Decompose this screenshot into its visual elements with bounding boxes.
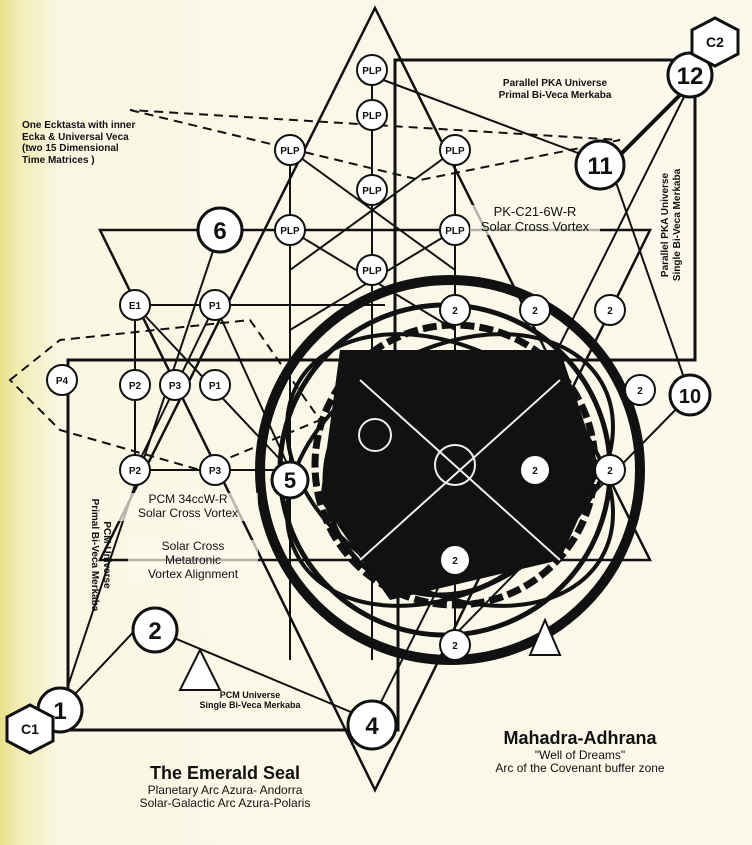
vortex-line: Solar Cross Vortex	[470, 220, 600, 235]
vortex-line: PCM 34ccW-R	[118, 493, 258, 507]
box-line: Parallel PKA Universe	[470, 78, 640, 90]
note-line: (two 15 Dimensional	[22, 143, 192, 155]
note-line: Ecka & Universal Veca	[22, 132, 192, 144]
vortex-line: PK-C21-6W-R	[470, 205, 600, 220]
note-line: One Ecktasta with inner	[22, 120, 192, 132]
hexagon-c2-label: C2	[706, 34, 724, 50]
right-cluster-node-label: 2	[532, 466, 538, 477]
mahadra-subtitle-1: "Well of Dreams"	[450, 749, 710, 763]
left-cluster-node-label: P2	[129, 381, 142, 392]
top-column-node-label: PLP	[280, 146, 300, 157]
top-column-node-label: PLP	[445, 146, 465, 157]
vortex-left-label: PCM 34ccW-R Solar Cross Vortex	[118, 493, 258, 521]
mahadra-caption: Mahadra-Adhrana "Well of Dreams" Arc of …	[450, 728, 710, 776]
left-cluster-node-label: P3	[169, 381, 182, 392]
right-cluster-node-label: 2	[452, 641, 458, 652]
top-column-node-label: PLP	[445, 226, 465, 237]
left-cluster-node-label: E1	[129, 301, 142, 312]
hexagon-c1-label: C1	[21, 721, 39, 737]
mahadra-subtitle-2: Arc of the Covenant buffer zone	[450, 762, 710, 776]
top-column-node-label: PLP	[362, 186, 382, 197]
solar-meta-label: Solar Cross Metatronic Vortex Alignment	[128, 540, 258, 581]
node-11-label: 11	[587, 153, 612, 180]
right-cluster-node-label: 2	[452, 556, 458, 567]
top-column-node-label: PLP	[362, 111, 382, 122]
meta-line: Metatronic	[128, 554, 258, 568]
right-cluster-node-label: 2	[452, 306, 458, 317]
box-line: PCM Universe	[101, 480, 113, 630]
box-line: PCM Universe	[180, 690, 320, 700]
left-cluster-node-label: P4	[56, 376, 69, 387]
node-2-label: 2	[148, 618, 161, 645]
left-vertical-label: PCM Universe Primal Bi-Veca Merkaba	[89, 480, 112, 630]
node-4-label: 4	[365, 713, 379, 740]
top-column-node-label: PLP	[362, 66, 382, 77]
box-line: Single Bi-Veca Merkaba	[180, 700, 320, 710]
right-cluster-node-label: 2	[532, 306, 538, 317]
right-cluster-node-label: 2	[607, 306, 613, 317]
left-cluster-node-label: P3	[209, 466, 222, 477]
bottom-box-label: PCM Universe Single Bi-Veca Merkaba	[180, 690, 320, 711]
top-column-node-label: PLP	[362, 266, 382, 277]
node-5-label: 5	[284, 468, 296, 493]
box-line: Single Bi-Veca Merkaba	[672, 150, 684, 300]
node-6-label: 6	[213, 218, 226, 245]
top-left-note: One Ecktasta with inner Ecka & Universal…	[22, 120, 192, 166]
right-vertical-label: Parallel PKA Universe Single Bi-Veca Mer…	[660, 150, 683, 300]
node-12-label: 12	[677, 63, 704, 90]
emerald-title: The Emerald Seal	[95, 763, 355, 784]
vortex-line: Solar Cross Vortex	[118, 507, 258, 521]
top-column-node-label: PLP	[280, 226, 300, 237]
meta-line: Solar Cross	[128, 540, 258, 554]
note-line: Time Matrices )	[22, 155, 192, 167]
box-line: Primal Bi-Veca Merkaba	[89, 480, 101, 630]
box-line: Parallel PKA Universe	[660, 150, 672, 300]
right-cluster-node-label: 2	[607, 466, 613, 477]
left-marker-triangle	[180, 650, 220, 690]
top-right-box-label: Parallel PKA Universe Primal Bi-Veca Mer…	[470, 78, 640, 101]
right-cluster-node-label: 2	[637, 386, 643, 397]
left-cluster-node-label: P2	[129, 466, 142, 477]
left-cluster-node-label: P1	[209, 301, 222, 312]
emerald-subtitle-1: Planetary Arc Azura- Andorra	[95, 784, 355, 798]
left-cluster-node-label: P1	[209, 381, 222, 392]
meta-line: Vortex Alignment	[128, 568, 258, 582]
emerald-subtitle-2: Solar-Galactic Arc Azura-Polaris	[95, 797, 355, 811]
vortex-right-label: PK-C21-6W-R Solar Cross Vortex	[470, 205, 600, 235]
mahadra-title: Mahadra-Adhrana	[450, 728, 710, 749]
node-1-label: 1	[53, 698, 66, 725]
node-10-label: 10	[679, 386, 701, 408]
emerald-seal-caption: The Emerald Seal Planetary Arc Azura- An…	[95, 763, 355, 811]
box-line: Primal Bi-Veca Merkaba	[470, 90, 640, 102]
